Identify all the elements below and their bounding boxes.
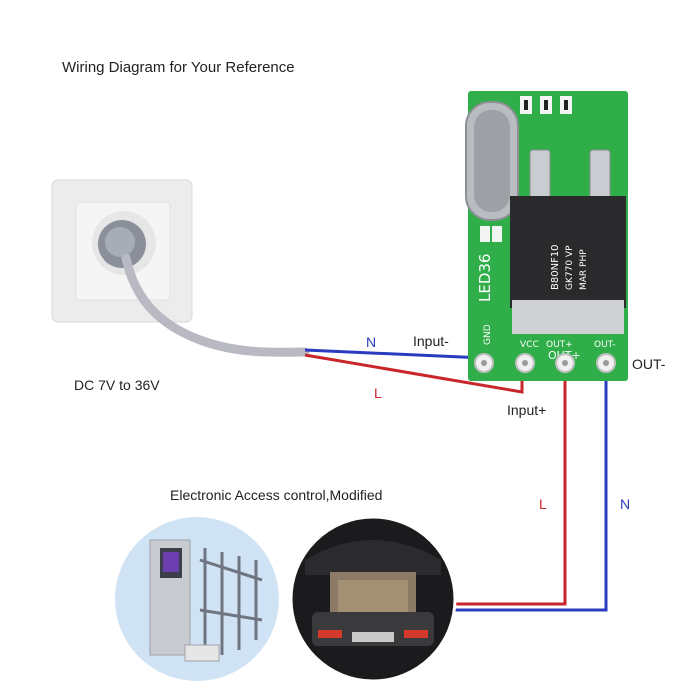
- chip-text-1: B80NF10: [550, 244, 561, 290]
- live-wire-output: [452, 366, 567, 606]
- page-title: Wiring Diagram for Your Reference: [62, 59, 295, 76]
- led36-pcb-board: B80NF10 GK770 VP MAR PHP LED36 GND VCC O…: [465, 91, 628, 381]
- wire-label-n-input: N: [366, 334, 377, 350]
- power-supply-label: DC 7V to 36V: [74, 377, 160, 393]
- pin-label-gnd: GND: [483, 324, 493, 345]
- car-trunk-image: [289, 515, 457, 683]
- neutral-wire-input: [304, 348, 485, 360]
- pin-label-out-minus: OUT-: [594, 340, 616, 350]
- terminal-label-input-minus: Input-: [413, 333, 449, 349]
- wire-label-l-output: L: [539, 496, 547, 512]
- pin-label-out-plus-small: OUT+: [546, 340, 573, 350]
- wire-label-n-output: N: [620, 496, 631, 512]
- wall-socket-icon: [51, 179, 193, 323]
- terminal-pads: [474, 353, 616, 373]
- access-gate-image: [115, 517, 279, 681]
- terminal-label-input-plus: Input+: [507, 402, 547, 418]
- neutral-wire-output: [452, 366, 608, 612]
- chip-text-2: GK770 VP: [565, 245, 575, 290]
- wire-label-l-input: L: [374, 385, 382, 401]
- device-label: Electronic Access control,Modified: [170, 487, 383, 503]
- power-cable: [121, 253, 310, 357]
- chip-text-3: MAR PHP: [579, 249, 589, 290]
- terminal-label-out-minus: OUT-: [632, 356, 666, 372]
- pin-label-vcc: VCC: [520, 340, 539, 350]
- board-name: LED36: [476, 254, 494, 302]
